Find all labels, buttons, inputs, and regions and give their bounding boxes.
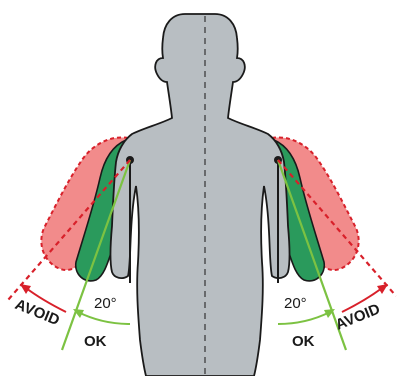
left-avoid-label: AVOID <box>13 296 63 329</box>
right-ok-label: OK <box>292 333 315 350</box>
left-angle-label: 20° <box>94 295 117 312</box>
left-ok-arc <box>78 312 130 324</box>
right-ok-arc <box>278 312 330 324</box>
left-ok-label: OK <box>84 333 107 350</box>
right-angle-label: 20° <box>284 295 307 312</box>
right-avoid-label: AVOID <box>333 301 383 334</box>
body-torso <box>111 14 290 376</box>
left-avoid-arrowhead <box>20 284 31 294</box>
right-avoid-arrowhead <box>377 284 388 294</box>
